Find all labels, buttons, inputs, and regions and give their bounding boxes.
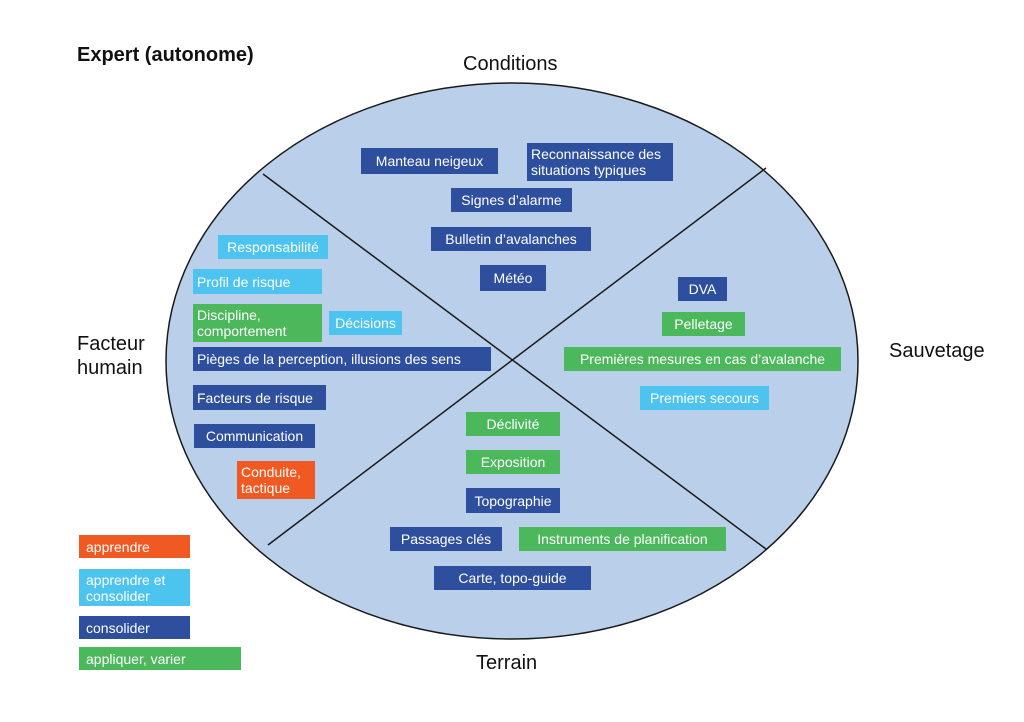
item-reconnaissance: Reconnaissance des situations typiques bbox=[527, 143, 673, 181]
item-dva: DVA bbox=[678, 277, 727, 301]
item-premieres-mesures: Premières mesures en cas d’avalanche bbox=[564, 347, 841, 371]
legend-appliquer: appliquer, varier bbox=[79, 647, 241, 670]
sector-label-facteur-humain: Facteur humain bbox=[77, 333, 145, 379]
item-bulletin: Bulletin d’avalanches bbox=[431, 227, 591, 251]
item-signes-alarme: Signes d’alarme bbox=[451, 188, 572, 212]
item-passages-cles: Passages clés bbox=[390, 527, 502, 551]
item-communication: Communication bbox=[194, 424, 315, 448]
legend-apprendre: apprendre bbox=[79, 535, 190, 558]
item-facteurs-risque: Facteurs de risque bbox=[193, 385, 326, 410]
item-profil-risque: Profil de risque bbox=[193, 269, 322, 294]
item-topographie: Topographie bbox=[466, 488, 560, 513]
item-pieges: Pièges de la perception, illusions des s… bbox=[193, 347, 491, 371]
legend-apprendre-consolider: apprendre et consolider bbox=[79, 569, 190, 606]
legend-consolider: consolider bbox=[79, 616, 190, 639]
sector-label-conditions: Conditions bbox=[463, 53, 558, 75]
item-responsabilite: Responsabilité bbox=[218, 235, 328, 259]
sector-label-terrain: Terrain bbox=[476, 652, 538, 674]
item-decisions: Décisions bbox=[329, 311, 402, 335]
item-carte: Carte, topo-guide bbox=[434, 566, 591, 590]
item-instruments: Instruments de planification bbox=[519, 527, 726, 551]
sector-label-sauvetage: Sauvetage bbox=[889, 340, 985, 362]
item-premiers-secours: Premiers secours bbox=[640, 386, 769, 410]
item-discipline: Discipline, comportement bbox=[193, 304, 322, 342]
item-exposition: Exposition bbox=[466, 450, 560, 474]
divider-line-2 bbox=[267, 167, 767, 546]
divider-line-1 bbox=[262, 173, 767, 550]
item-pelletage: Pelletage bbox=[662, 312, 745, 336]
diagram-title: Expert (autonome) bbox=[77, 44, 254, 66]
item-declivite: Déclivité bbox=[466, 412, 560, 436]
item-conduite: Conduite, tactique bbox=[237, 461, 315, 499]
item-manteau-neigeux: Manteau neigeux bbox=[361, 148, 498, 174]
item-meteo: Météo bbox=[480, 265, 546, 291]
